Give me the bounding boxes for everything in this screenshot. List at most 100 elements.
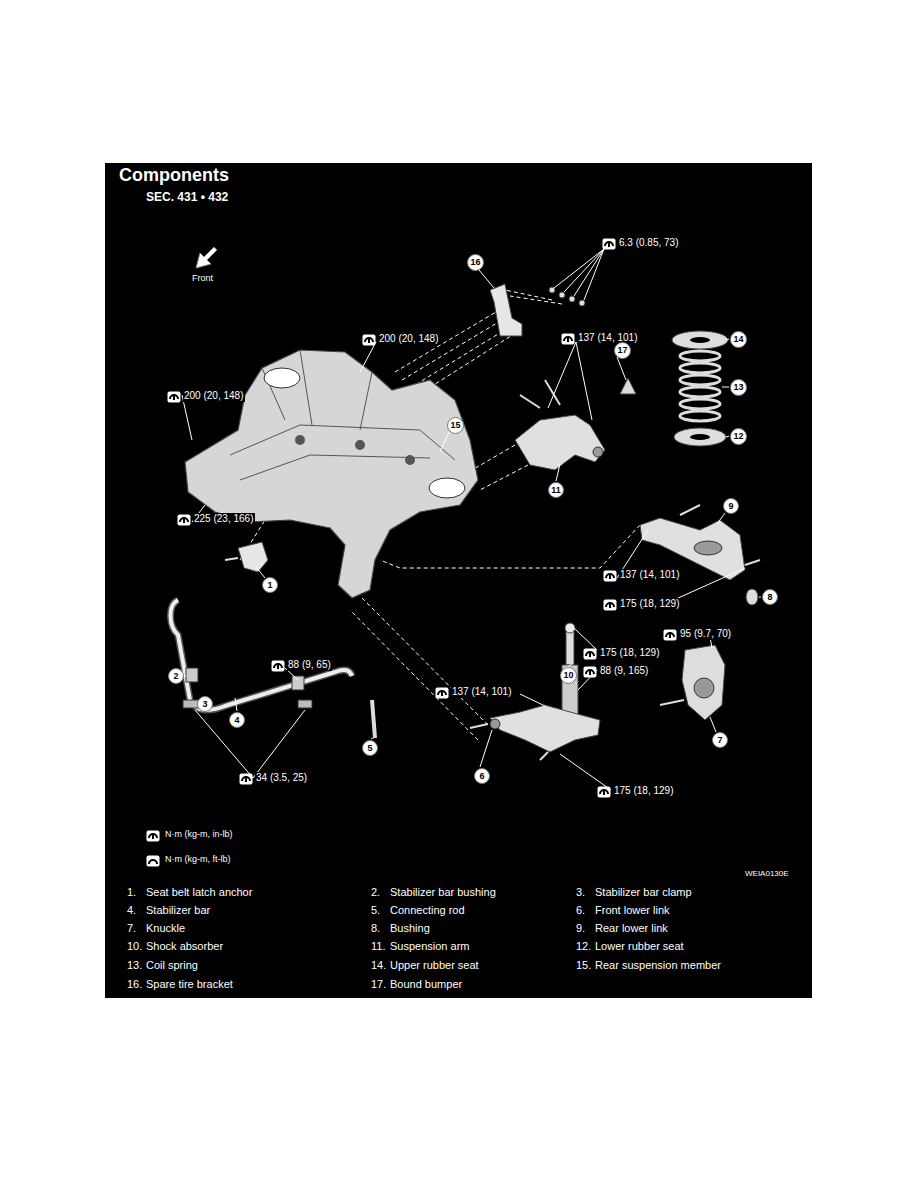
part-number: 3.: [575, 886, 586, 899]
torque-icon: [177, 514, 191, 526]
stabilizer-bushing: [186, 668, 198, 682]
callout-text: 13: [733, 383, 743, 392]
bushing: [746, 589, 758, 605]
callout-text: 7: [717, 736, 722, 745]
part-name: Coil spring: [145, 959, 199, 972]
part-number: 6.: [575, 904, 586, 917]
part-number: 9.: [575, 922, 586, 935]
bound-bumper: [620, 378, 636, 394]
member-ribs: [230, 350, 455, 480]
callout-number: 3: [197, 696, 213, 712]
legend-text: N·m (kg-m, ft-lb): [164, 854, 232, 864]
callout-text: 4: [234, 716, 239, 725]
callout-text: 12: [733, 432, 743, 441]
callout-text: 9: [728, 502, 733, 511]
part-name: Knuckle: [145, 922, 186, 935]
callout-number: 11: [548, 482, 564, 498]
torque-value: 175 (18, 129): [619, 598, 681, 610]
part-name: Stabilizer bar bushing: [389, 886, 497, 899]
section-number: SEC. 431 • 432: [145, 191, 229, 205]
part-name: Seat belt latch anchor: [145, 886, 253, 899]
torque-icon: [602, 238, 616, 250]
torque-icon: [663, 629, 677, 641]
torque-icon: [603, 570, 617, 582]
upper-rubber-seat: [672, 331, 728, 349]
callout-text: 5: [367, 744, 372, 753]
callout-number: 13: [730, 379, 747, 396]
callout-number: 10: [560, 667, 577, 684]
part-number: 4.: [126, 904, 137, 917]
callout-number: 7: [712, 732, 728, 748]
callout-number: 1: [262, 577, 278, 593]
part-number: 10.: [126, 940, 143, 953]
torque-value: 88 (9, 65): [287, 659, 332, 671]
part-name: Lower rubber seat: [594, 940, 685, 953]
torque-value: 137 (14, 101): [619, 569, 681, 581]
callout-text: 11: [551, 486, 561, 495]
part-number: 2.: [370, 886, 381, 899]
direction-label: Front: [191, 273, 214, 283]
suspension-arm: [515, 415, 605, 470]
callout-number: 4: [229, 712, 245, 728]
callout-text: 17: [617, 346, 627, 355]
callout-text: 15: [450, 421, 460, 430]
part-number: 14.: [370, 959, 387, 972]
part-number: 8.: [370, 922, 381, 935]
torque-value: 88 (9, 165): [599, 665, 649, 677]
front-lower-link: [490, 705, 600, 752]
callout-number: 14: [730, 331, 747, 348]
part-number: 5.: [370, 904, 381, 917]
callout-text: 6: [479, 772, 484, 781]
suspension-member: [185, 350, 478, 598]
callout-text: 16: [470, 258, 480, 267]
part-number: 15.: [575, 959, 592, 972]
legend-text: N·m (kg-m, in-lb): [164, 829, 234, 839]
part-name: Connecting rod: [389, 904, 466, 917]
leader-lines: [182, 249, 761, 790]
seat-belt-anchor: [238, 542, 268, 572]
black-panel: [105, 163, 812, 998]
part-name: Shock absorber: [145, 940, 224, 953]
torque-value: 200 (20, 148): [183, 390, 245, 402]
part-number: 16.: [126, 978, 143, 991]
torque-icon: [603, 599, 617, 611]
callout-number: 17: [614, 342, 631, 359]
legend-sample: [146, 830, 160, 842]
legend-sample: [146, 855, 160, 867]
part-number: 1.: [126, 886, 137, 899]
part-number: 11.: [370, 940, 386, 953]
part-number: 12.: [575, 940, 592, 953]
torque-icon: [362, 334, 376, 346]
callout-number: 9: [723, 498, 739, 514]
part-name: Rear suspension member: [594, 959, 722, 972]
stabilizer-bar: [171, 600, 353, 710]
part-name: Upper rubber seat: [389, 959, 480, 972]
torque-icon: [435, 687, 449, 699]
callout-number: 16: [467, 254, 484, 271]
torque-value: 95 (9.7, 70): [679, 628, 732, 640]
torque-value: 175 (18, 129): [599, 647, 661, 659]
torque-icon: [239, 773, 253, 785]
part-name: Front lower link: [594, 904, 671, 917]
lower-rubber-seat: [674, 428, 726, 446]
spare-tire-bracket: [490, 284, 522, 336]
callout-text: 1: [267, 581, 272, 590]
torque-value: 225 (23, 166): [193, 513, 255, 525]
part-name: Bushing: [389, 922, 431, 935]
part-name: Rear lower link: [594, 922, 669, 935]
part-name: Stabilizer bar clamp: [594, 886, 693, 899]
torque-value: 200 (20, 148): [378, 333, 440, 345]
callout-number: 2: [168, 668, 184, 684]
torque-icon: [597, 786, 611, 798]
torque-icon: [583, 648, 597, 660]
front-arrow: [196, 247, 217, 268]
connecting-rod: [372, 700, 375, 738]
member-tower: [429, 478, 465, 498]
callout-number: 8: [762, 589, 778, 605]
callout-number: 12: [730, 428, 747, 445]
part-name: Spare tire bracket: [145, 978, 234, 991]
callout-text: 8: [767, 593, 772, 602]
part-name: Bound bumper: [389, 978, 463, 991]
callout-text: 3: [202, 700, 207, 709]
torque-value: 34 (3.5, 25): [255, 772, 308, 784]
